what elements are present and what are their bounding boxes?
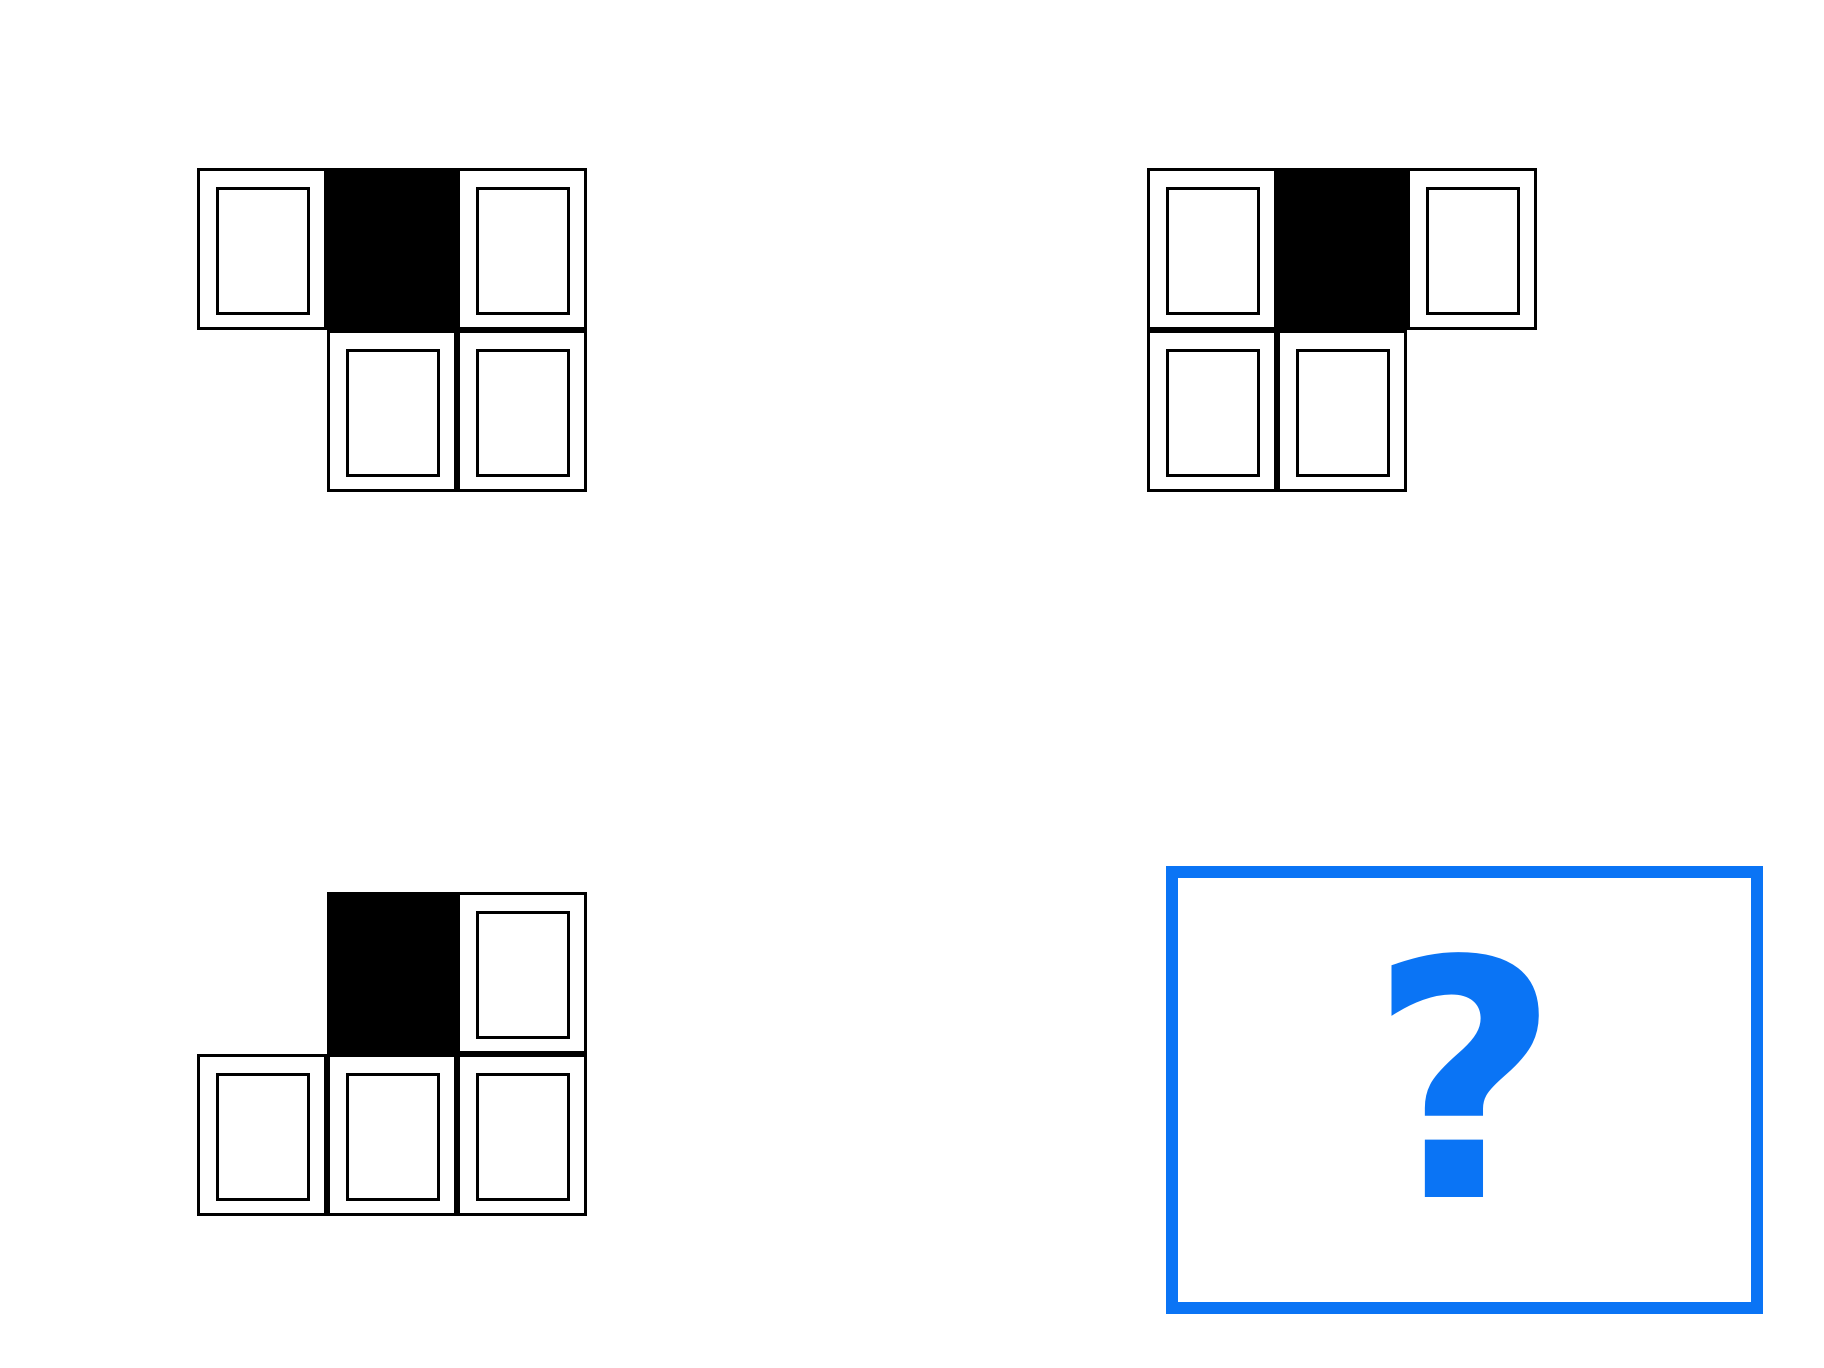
cell-inner-frame	[346, 349, 440, 477]
panel-2-cell-white	[1147, 168, 1277, 330]
panel-3-cell-white	[457, 1054, 587, 1216]
panel-1-cell-white	[197, 168, 327, 330]
cell-inner-frame	[1166, 187, 1260, 315]
question-mark-icon: ?	[1368, 891, 1561, 1275]
panel-2-cell-white	[1277, 330, 1407, 492]
cell-inner-frame	[216, 1073, 310, 1201]
cell-inner-frame	[476, 1073, 570, 1201]
panel-2-cell-white	[1147, 330, 1277, 492]
panel-1-cell-white	[457, 168, 587, 330]
answer-box[interactable]: ?	[1166, 866, 1763, 1314]
panel-2-cell-white	[1407, 168, 1537, 330]
cell-inner-frame	[476, 911, 570, 1039]
panel-1-cell-black	[327, 168, 457, 330]
cell-inner-frame	[476, 349, 570, 477]
cell-inner-frame	[216, 187, 310, 315]
cell-inner-frame	[346, 1073, 440, 1201]
cell-inner-frame	[1166, 349, 1260, 477]
panel-3-cell-black	[327, 892, 457, 1054]
panel-1-cell-white	[457, 330, 587, 492]
cell-inner-frame	[476, 187, 570, 315]
cell-inner-frame	[1426, 187, 1520, 315]
panel-1-cell-white	[327, 330, 457, 492]
panel-3-cell-white	[327, 1054, 457, 1216]
panel-3-cell-white	[457, 892, 587, 1054]
panel-2-cell-black	[1277, 168, 1407, 330]
panel-3-cell-white	[197, 1054, 327, 1216]
cell-inner-frame	[1296, 349, 1390, 477]
